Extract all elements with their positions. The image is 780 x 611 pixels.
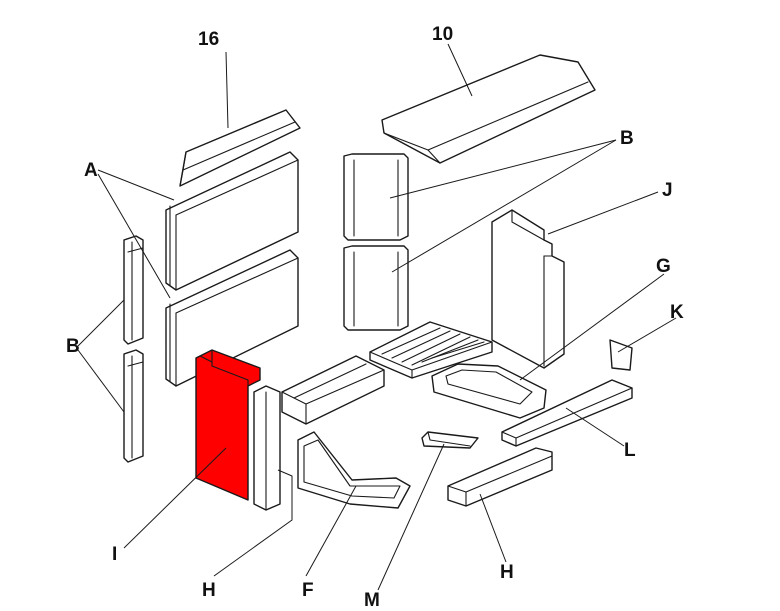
part-a-lower-brick[interactable] bbox=[165, 249, 299, 387]
part-l-front-rail[interactable] bbox=[501, 379, 633, 447]
label-j: J bbox=[662, 180, 673, 201]
part-10-deflector-plate[interactable] bbox=[381, 54, 596, 164]
label-a: A bbox=[84, 160, 98, 181]
label-16: 16 bbox=[198, 29, 219, 50]
part-j-right-rear-brick[interactable] bbox=[491, 209, 565, 369]
part-b-left-lower-brick[interactable] bbox=[123, 349, 144, 463]
label-b-top: B bbox=[620, 128, 634, 149]
part-k-small-plate[interactable] bbox=[609, 339, 633, 371]
label-i: I bbox=[112, 544, 117, 565]
label-f: F bbox=[302, 580, 314, 601]
label-k: K bbox=[670, 302, 684, 323]
part-bottom-left-bar[interactable] bbox=[281, 355, 385, 425]
leader-lines bbox=[77, 43, 677, 591]
part-f-front-tray[interactable] bbox=[297, 431, 411, 509]
part-h-right-bar[interactable] bbox=[447, 447, 553, 507]
label-g: G bbox=[656, 256, 671, 277]
label-l: L bbox=[624, 440, 636, 461]
part-a-upper-brick[interactable] bbox=[165, 151, 299, 291]
part-h-left-brick[interactable] bbox=[253, 385, 281, 511]
grate[interactable] bbox=[369, 321, 493, 379]
part-b-back-upper-brick[interactable] bbox=[343, 153, 409, 241]
label-10: 10 bbox=[432, 24, 453, 45]
part-b-left-upper-brick[interactable] bbox=[123, 235, 144, 345]
part-b-back-lower-brick[interactable] bbox=[343, 245, 409, 331]
label-h-right: H bbox=[500, 562, 514, 583]
label-b-left: B bbox=[66, 336, 80, 357]
part-m-small-block[interactable] bbox=[421, 431, 479, 449]
part-i-side-brick-highlighted[interactable] bbox=[195, 349, 261, 501]
part-16-top-brick[interactable] bbox=[179, 109, 301, 187]
label-m: M bbox=[364, 590, 380, 611]
label-h-left: H bbox=[202, 580, 216, 601]
part-g-bottom-tray[interactable] bbox=[431, 363, 547, 419]
